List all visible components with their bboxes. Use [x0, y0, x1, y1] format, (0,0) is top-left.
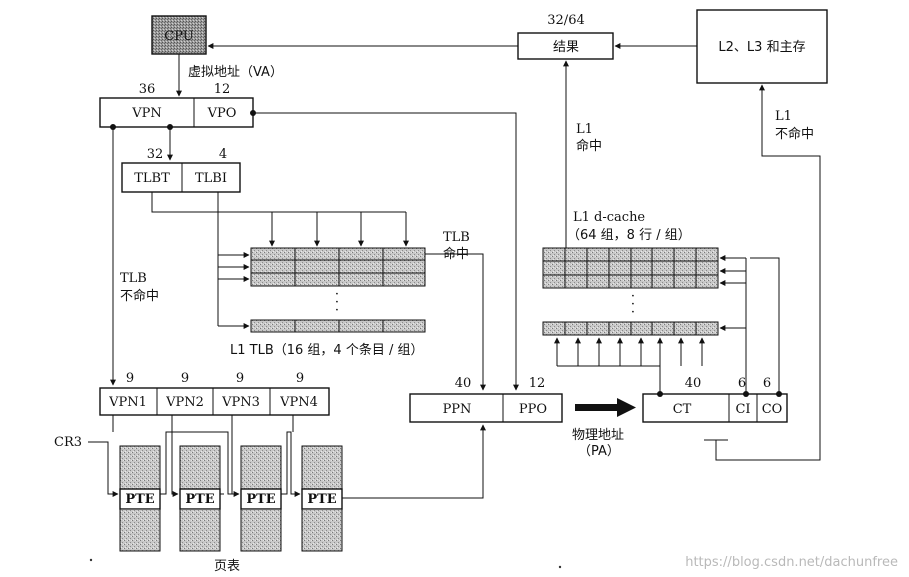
memory-label: L2、L3 和主存 — [718, 40, 805, 55]
pte-3: PTE — [246, 492, 275, 507]
pa-label-2: （PA） — [578, 444, 620, 459]
memory-box: L2、L3 和主存 — [696, 9, 828, 84]
pte1-to-table2-arrow — [160, 431, 240, 497]
vpo-field: VPO — [207, 106, 237, 121]
vpn3-field: VPN3 — [221, 395, 260, 410]
tlb-dot-1: · — [335, 287, 339, 302]
tlb-miss-label-1: TLB — [120, 271, 147, 286]
pa-label-1: 物理地址 — [572, 428, 624, 443]
ct-compare-bus — [557, 365, 661, 394]
tlbi-bits: 4 — [219, 147, 227, 162]
va-label: 虚拟地址（VA） — [188, 65, 283, 80]
tlb-miss-label-2: 不命中 — [120, 288, 159, 304]
vpn4-field: VPN4 — [279, 395, 318, 410]
pte3-to-table4-arrow — [281, 431, 301, 497]
l1-dcache-array — [542, 247, 719, 336]
cr3-label: CR3 — [54, 435, 82, 450]
ct-field: CT — [673, 402, 692, 417]
pte-2: PTE — [185, 492, 214, 507]
vpn2-index-arrow — [171, 415, 179, 497]
watermark: https://blog.csdn.net/dachunfree — [685, 555, 898, 570]
ci-field: CI — [735, 402, 750, 417]
result-box: 结果 — [517, 32, 614, 60]
vpn4-bits: 9 — [296, 371, 304, 386]
cache-dot-2: · — [631, 297, 635, 312]
pa-register: PPN PPO — [409, 393, 563, 423]
tlb-array — [250, 247, 426, 333]
cpu-box: CPU — [151, 15, 207, 55]
result-label: 结果 — [553, 40, 579, 55]
ppo-field: PPO — [519, 402, 547, 417]
pte-to-ppn-arrow — [342, 424, 486, 499]
ppn-field: PPN — [443, 402, 472, 417]
l1-miss-arrow — [715, 84, 821, 461]
page-table-label: 页表 — [214, 559, 240, 574]
tlbt-compare-bus — [151, 192, 406, 213]
cache-title-2: （64 组，8 行 / 组） — [567, 228, 691, 243]
vpn-register: VPN1 VPN2 VPN3 VPN4 — [99, 387, 330, 416]
va-register: VPN VPO — [99, 97, 254, 128]
cache-address-register: CT CI CO — [642, 393, 788, 423]
tlb-index-fields: TLBT TLBI — [121, 162, 241, 193]
cpu-label: CPU — [164, 29, 193, 44]
l1-miss-label-1: L1 — [775, 109, 792, 124]
pte-4: PTE — [307, 492, 336, 507]
ct-bits: 40 — [685, 376, 702, 391]
page-table-1: PTE — [119, 445, 161, 552]
l1-miss-label-2: 不命中 — [775, 126, 814, 142]
co-bits: 6 — [763, 376, 771, 391]
l1-hit-label-2: 命中 — [576, 138, 602, 154]
result-bits: 32/64 — [547, 13, 584, 28]
tlbt-bits: 32 — [147, 147, 164, 162]
vpn3-bits: 9 — [236, 371, 244, 386]
vpn2-field: VPN2 — [165, 395, 204, 410]
l1-hit-label-1: L1 — [576, 122, 593, 137]
tlb-dot-3: · — [335, 303, 339, 318]
cache-dot-1: · — [631, 289, 635, 304]
tlbi-field: TLBI — [195, 171, 227, 186]
co-field: CO — [762, 402, 783, 417]
vpn-bits: 36 — [139, 82, 156, 97]
vpo-bits: 12 — [214, 82, 231, 97]
pa-to-cache-arrow — [575, 398, 636, 417]
cr3-arrow — [88, 441, 119, 497]
pte-1: PTE — [125, 492, 154, 507]
page-table-2: PTE — [179, 445, 221, 552]
page-table-3: PTE — [240, 445, 282, 552]
tlb-hit-label-2: 命中 — [443, 246, 469, 262]
vpo-to-ppo-arrow — [253, 112, 519, 391]
cache-title-1: L1 d-cache — [573, 210, 645, 225]
ppo-bits: 12 — [529, 376, 546, 391]
tlb-caption: L1 TLB（16 组，4 个条目 / 组） — [230, 342, 423, 358]
tlb-dot-2: · — [335, 295, 339, 310]
vpn1-field: VPN1 — [108, 395, 147, 410]
ci-bits: 6 — [738, 376, 746, 391]
tlb-hit-arrow — [425, 253, 486, 391]
tlbt-field: TLBT — [134, 171, 170, 186]
vpn2-bits: 9 — [181, 371, 189, 386]
vpn1-bits: 9 — [126, 371, 134, 386]
page-table-4: PTE — [301, 445, 343, 552]
cache-dot-3: · — [631, 305, 635, 320]
tlb-hit-label-1: TLB — [443, 230, 470, 245]
co-select-bus — [750, 257, 780, 394]
vpn-field: VPN — [131, 106, 162, 121]
ppn-bits: 40 — [455, 376, 472, 391]
